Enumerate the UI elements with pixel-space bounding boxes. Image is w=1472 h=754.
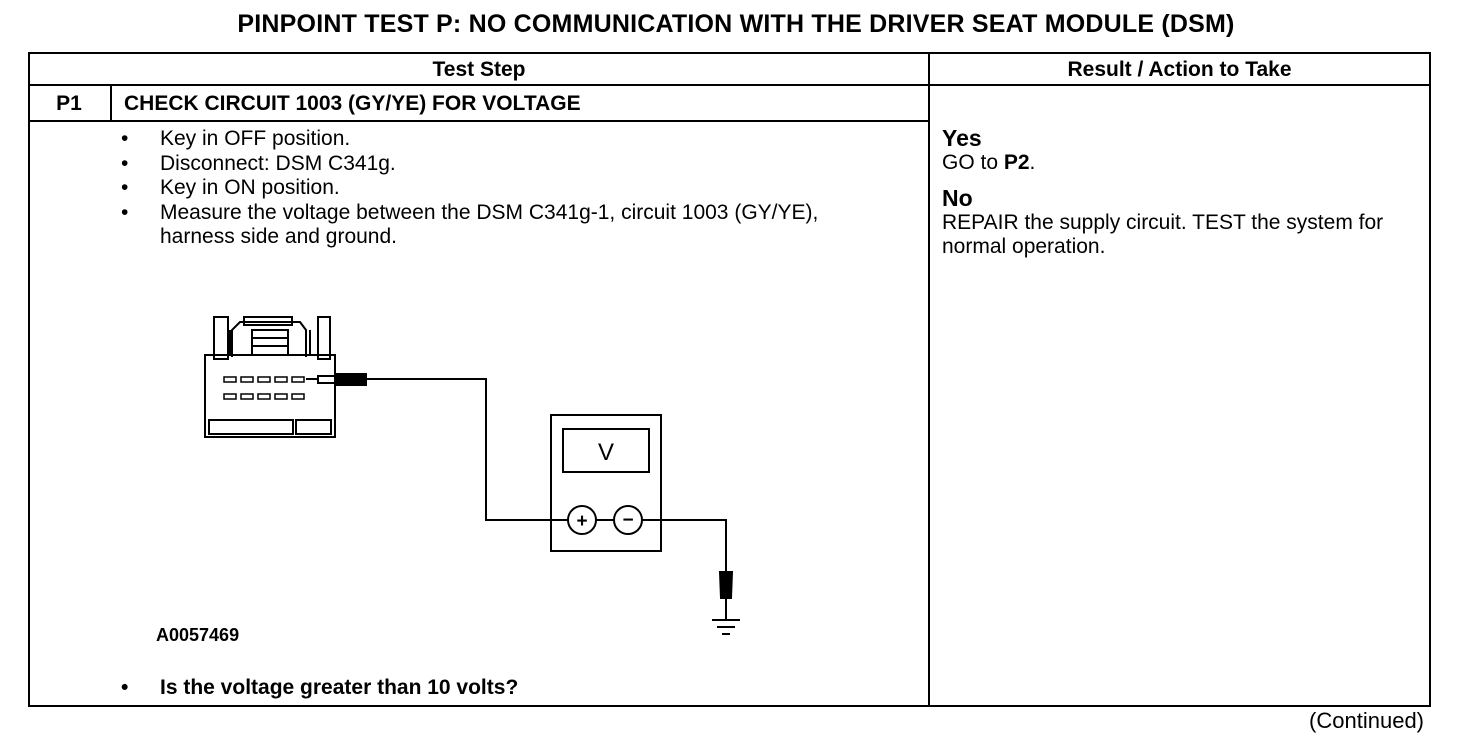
ground-icon <box>712 619 740 635</box>
instruction-item: Measure the voltage between the DSM C341… <box>118 201 878 250</box>
table-border-bottom <box>28 705 1431 707</box>
column-divider <box>928 52 930 707</box>
meter-display-label: V <box>598 439 614 466</box>
result-no: No REPAIR the supply circuit. TEST the s… <box>942 186 1422 260</box>
instruction-item: Key in OFF position. <box>118 127 878 152</box>
step-title-divider <box>28 120 930 122</box>
instruction-list: Key in OFF position. Disconnect: DSM C34… <box>118 127 878 250</box>
instruction-item: Disconnect: DSM C341g. <box>118 152 878 177</box>
step-id-divider <box>110 84 112 122</box>
continued-note: (Continued) <box>1309 708 1424 733</box>
probe-lead-negative <box>642 519 734 620</box>
table-border-top <box>28 52 1431 54</box>
result-yes: Yes GO to P2. <box>942 126 1422 175</box>
header-divider <box>28 84 1431 86</box>
probe-lead-positive <box>306 373 568 521</box>
yes-suffix: . <box>1029 150 1036 174</box>
step-title: CHECK CIRCUIT 1003 (GY/YE) FOR VOLTAGE <box>124 92 581 115</box>
table-border-left <box>28 52 30 707</box>
yes-prefix: GO to <box>942 150 1004 174</box>
step-id: P1 <box>56 92 82 115</box>
step-question: Is the voltage greater than 10 volts? <box>118 676 518 700</box>
header-result-action: Result / Action to Take <box>1067 58 1292 81</box>
terminal-positive-label: + <box>576 511 587 532</box>
no-action: REPAIR the supply circuit. TEST the syst… <box>942 210 1384 259</box>
voltmeter <box>550 414 662 552</box>
instruction-item: Key in ON position. <box>118 176 878 201</box>
page-title: PINPOINT TEST P: NO COMMUNICATION WITH T… <box>237 10 1235 38</box>
table-border-right <box>1429 52 1431 707</box>
connector-c341g <box>204 316 336 438</box>
header-test-step: Test Step <box>432 58 526 81</box>
yes-target-link[interactable]: P2 <box>1003 150 1030 174</box>
connector-cavities <box>223 376 305 400</box>
figure-id: A0057469 <box>156 625 240 645</box>
terminal-negative-label: − <box>622 510 633 531</box>
no-label: No <box>942 185 973 211</box>
yes-label: Yes <box>942 125 982 151</box>
